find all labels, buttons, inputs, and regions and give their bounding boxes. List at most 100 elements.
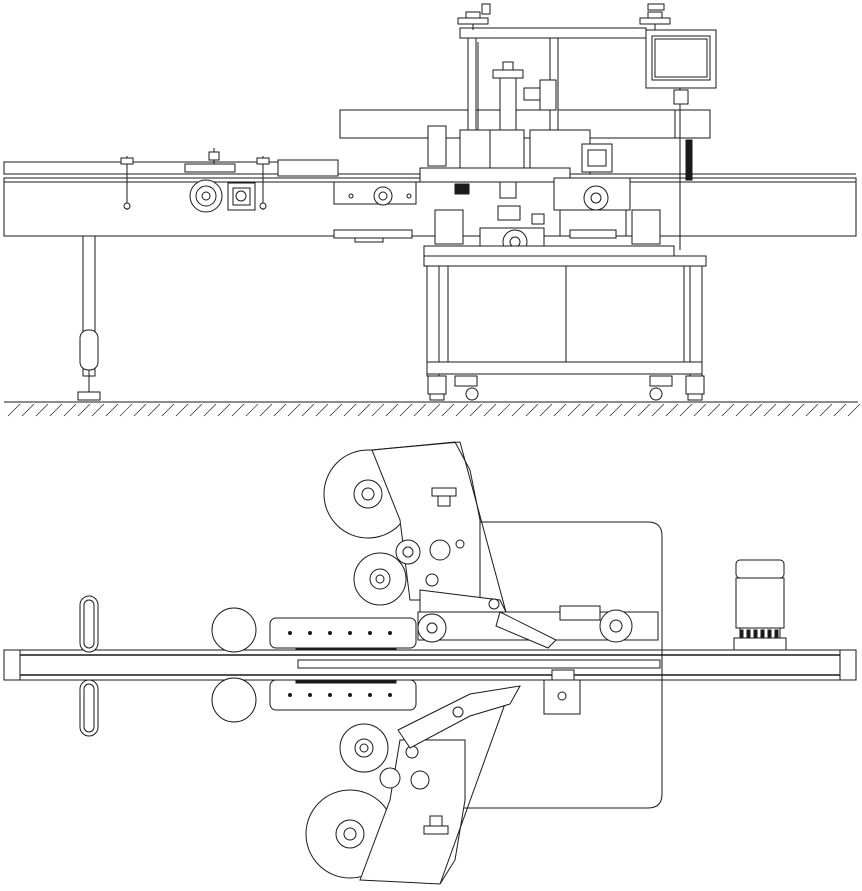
floor-hatch-line [358, 404, 370, 416]
floor-hatch-line [316, 404, 328, 416]
floor-hatch-line [36, 404, 48, 416]
floor-hatch-line [106, 404, 118, 416]
lower-label-reel [306, 670, 580, 884]
floor-hatch-line [582, 404, 594, 416]
guide-rail-adjusters [121, 148, 269, 210]
floor-hatch-line [344, 404, 356, 416]
floor-hatch-line [764, 404, 776, 416]
upper-applicator [418, 606, 658, 648]
front-elevation-view [4, 4, 860, 416]
motor-fin [768, 630, 771, 638]
motor-fin [775, 630, 778, 638]
floor-hatch-line [708, 404, 720, 416]
touch-screen-panel [646, 30, 716, 250]
floor-hatch-line [386, 404, 398, 416]
machine-base-outline [430, 522, 662, 808]
floor-hatch-line [204, 404, 216, 416]
belt-dot [309, 632, 312, 635]
floor-hatch-line [274, 404, 286, 416]
motor-fin [740, 630, 743, 638]
floor-hatch-line [260, 404, 272, 416]
floor-hatch-line [162, 404, 174, 416]
floor-hatch-line [148, 404, 160, 416]
floor-hatch-line [624, 404, 636, 416]
floor-hatch-line [596, 404, 608, 416]
floor-hatch-line [176, 404, 188, 416]
floor-hatch-line [806, 404, 818, 416]
floor-hatch-line [848, 404, 860, 416]
floor-hatch-line [428, 404, 440, 416]
floor-hatch-line [736, 404, 748, 416]
floor-hatch-line [792, 404, 804, 416]
belt-dot [289, 694, 292, 697]
floor-hatch-line [78, 404, 90, 416]
floor-hatch-line [120, 404, 132, 416]
conveyor-drive-motor [190, 180, 255, 212]
conveyor-support-leg [78, 236, 100, 400]
floor-hatch-line [64, 404, 76, 416]
floor-hatch-line [92, 404, 104, 416]
height-adjust-handwheels [458, 4, 670, 30]
belt-dot [309, 694, 312, 697]
floor-hatch-line [442, 404, 454, 416]
belt-dot [389, 694, 392, 697]
belt-dot [369, 632, 372, 635]
upper-label-reel [324, 442, 506, 626]
floor-hatch-line [288, 404, 300, 416]
bottles [212, 608, 256, 722]
plan-drive-motor [734, 560, 786, 650]
floor-hatch-line [820, 404, 832, 416]
floor-hatch-line [330, 404, 342, 416]
floor-hatch-line [722, 404, 734, 416]
floor-hatch-line [638, 404, 650, 416]
floor-hatch-line [50, 404, 62, 416]
floor-hatch-line [232, 404, 244, 416]
floor-hatch-line [680, 404, 692, 416]
floor-hatch-line [512, 404, 524, 416]
motor-fin [747, 630, 750, 638]
floor-hatch-line [246, 404, 258, 416]
separator-belts [270, 618, 416, 710]
floor-hatch-line [302, 404, 314, 416]
floor-hatch-line [610, 404, 622, 416]
belt-dot [369, 694, 372, 697]
labeling-heads [420, 126, 612, 194]
center-roller-plate [334, 178, 630, 242]
floor-hatch-line [456, 404, 468, 416]
belt-dot [349, 632, 352, 635]
machine-stand [424, 256, 706, 376]
belt-dot [329, 632, 332, 635]
belt-dot [389, 632, 392, 635]
motor-fin [761, 630, 764, 638]
floor-hatch-line [372, 404, 384, 416]
chain-drive [686, 140, 692, 180]
floor-hatch-line [540, 404, 552, 416]
floor-hatch-line [414, 404, 426, 416]
floor-hatch-line [526, 404, 538, 416]
floor-hatch-line [218, 404, 230, 416]
floor-hatch-line [834, 404, 846, 416]
floor-hatch-line [498, 404, 510, 416]
floor-hatch-line [484, 404, 496, 416]
top-plan-view [4, 442, 856, 884]
belt-dot [329, 694, 332, 697]
floor-hatch-line [400, 404, 412, 416]
floor-hatch-line [666, 404, 678, 416]
floor-hatch-line [8, 404, 20, 416]
belt-dot [349, 694, 352, 697]
floor-hatch-line [22, 404, 34, 416]
guide-handle-rails [80, 596, 98, 736]
floor-hatch-line [134, 404, 146, 416]
casters-and-feet [428, 376, 704, 400]
floor-hatch-line [694, 404, 706, 416]
floor-hatch-line [554, 404, 566, 416]
floor-line [4, 402, 860, 416]
floor-hatch-line [652, 404, 664, 416]
motor-fin [754, 630, 757, 638]
floor-hatch-line [190, 404, 202, 416]
floor-hatch-line [470, 404, 482, 416]
plan-conveyor [4, 650, 856, 680]
floor-hatch-line [568, 404, 580, 416]
floor-hatch-line [750, 404, 762, 416]
